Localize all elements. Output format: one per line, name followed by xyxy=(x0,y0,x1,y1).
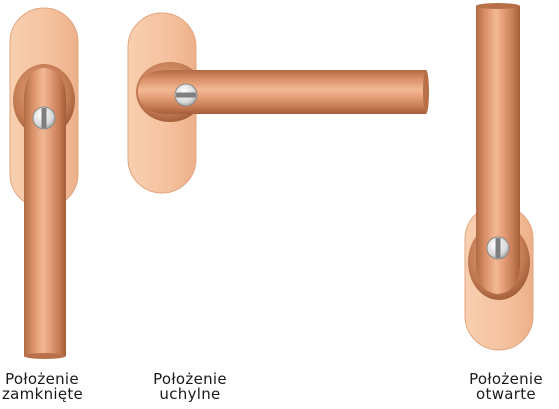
handle-tilt xyxy=(128,13,429,193)
caption-open-line2: otwarte xyxy=(456,387,556,402)
handle-open-lever-tip xyxy=(476,3,520,9)
caption-tilt: Położenie uchylne xyxy=(135,372,245,402)
handle-closed xyxy=(10,8,78,359)
handle-closed-lever-tip xyxy=(24,353,66,359)
handle-tilt-screw-icon xyxy=(175,84,197,106)
handle-closed-screw-icon xyxy=(33,107,55,129)
caption-open: Położenie otwarte xyxy=(456,372,556,402)
handle-tilt-lever-tip xyxy=(423,70,429,114)
handle-open xyxy=(465,3,533,350)
caption-closed-line2: zamknięte xyxy=(2,387,82,402)
handle-open-screw-icon xyxy=(487,237,509,259)
caption-tilt-line2: uchylne xyxy=(135,387,245,402)
caption-closed: Położenie zamknięte xyxy=(2,372,82,402)
